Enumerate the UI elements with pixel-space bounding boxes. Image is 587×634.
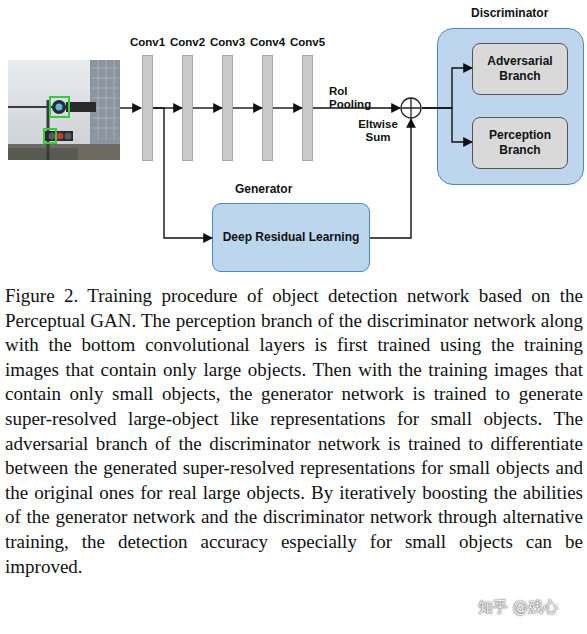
node-heading: Eltwise Sum bbox=[352, 118, 404, 144]
light-lamp bbox=[56, 104, 63, 111]
conv-layer: Conv1 bbox=[142, 55, 153, 161]
node-heading: Conv4 bbox=[250, 35, 285, 50]
watermark: 知乎 @残心 bbox=[478, 598, 558, 617]
input-arrow bbox=[120, 107, 141, 108]
node-text: Perception Branch bbox=[473, 128, 567, 158]
discriminator-box: DiscriminatorAdversarial BranchPerceptio… bbox=[437, 28, 584, 185]
street-trees bbox=[8, 144, 120, 160]
node-heading: Generator bbox=[235, 182, 292, 197]
traffic-light-photo bbox=[8, 60, 120, 160]
conv-layer: Conv4 bbox=[262, 55, 273, 161]
connector-arrow bbox=[422, 68, 472, 108]
building-windows bbox=[92, 60, 118, 140]
light-housing bbox=[45, 131, 73, 141]
node-heading: Conv5 bbox=[290, 35, 325, 50]
node-text: Deep Residual Learning bbox=[217, 230, 366, 245]
node-heading: Conv3 bbox=[210, 35, 245, 50]
connector-arrow bbox=[153, 108, 212, 238]
sum-circle bbox=[401, 98, 421, 118]
light-lamp bbox=[65, 133, 72, 140]
node-text: Adversarial Branch bbox=[473, 54, 567, 84]
light-housing bbox=[66, 102, 96, 112]
sum-plus bbox=[401, 98, 421, 118]
street-trees bbox=[8, 148, 78, 160]
node-heading: Discriminator bbox=[471, 6, 548, 21]
light-lamp bbox=[49, 133, 56, 140]
detection-box bbox=[50, 97, 69, 117]
sky bbox=[8, 60, 120, 160]
eltwise-sum: Eltwise Sum bbox=[400, 97, 422, 119]
conv-layer: Conv2 bbox=[182, 55, 193, 161]
connector-arrow bbox=[370, 119, 411, 238]
node-heading: Conv1 bbox=[130, 35, 165, 50]
detection-box bbox=[44, 129, 56, 143]
figure-caption: Figure 2. Training procedure of object d… bbox=[5, 284, 583, 579]
branch-box: Perception Branch bbox=[472, 117, 568, 169]
conv-layer: Conv5 bbox=[302, 55, 313, 161]
connector-arrow bbox=[273, 107, 302, 108]
branch-box: Adversarial Branch bbox=[472, 43, 568, 95]
light-lamp bbox=[52, 100, 66, 114]
connector-arrow bbox=[233, 107, 262, 108]
connector-arrow bbox=[422, 108, 472, 142]
node-heading: Conv2 bbox=[170, 35, 205, 50]
conv-layer: Conv3 bbox=[222, 55, 233, 161]
generator-box: GeneratorDeep Residual Learning bbox=[212, 203, 370, 272]
edge-label: RoI Pooling bbox=[329, 85, 375, 111]
light-lamp bbox=[57, 133, 64, 140]
connector-arrow bbox=[193, 107, 222, 108]
sum-symbol bbox=[400, 97, 422, 119]
